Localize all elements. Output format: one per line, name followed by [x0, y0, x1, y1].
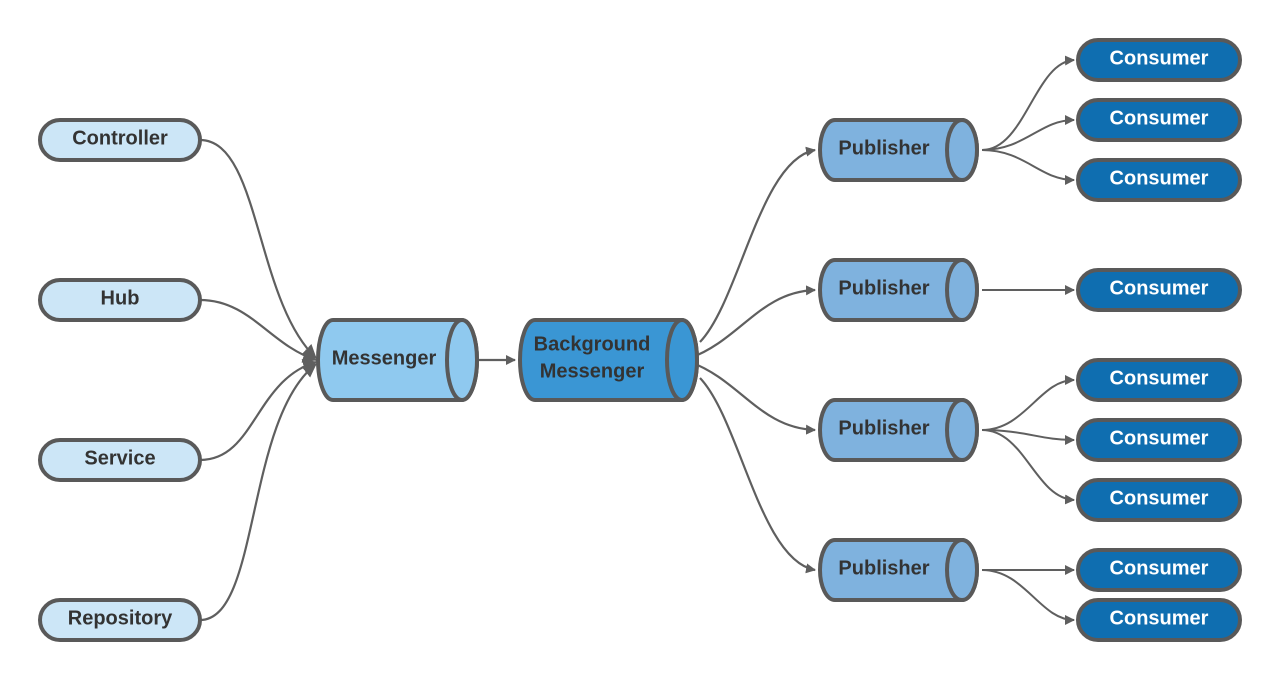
publisher-label: Publisher	[838, 417, 929, 439]
source-edges	[199, 138, 317, 622]
edge-p3-c5	[981, 375, 1075, 431]
consumer-node: Consumer	[1076, 38, 1242, 82]
source-node-repository: Repository	[38, 598, 202, 642]
consumer-node: Consumer	[1076, 158, 1242, 202]
edge-service-messenger	[199, 358, 317, 462]
background-messenger-label-line2: Messenger	[540, 360, 645, 382]
publisher-label: Publisher	[838, 137, 929, 159]
edge-p3-c6	[981, 429, 1075, 445]
edge-p1-c3	[981, 149, 1075, 185]
consumer-node: Consumer	[1076, 598, 1242, 642]
publisher-node-3: Publisher	[818, 398, 979, 462]
edge-p1-c2	[981, 115, 1075, 151]
consumer-node: Consumer	[1076, 358, 1242, 402]
publisher-label: Publisher	[838, 277, 929, 299]
edge-background-publisher-3	[689, 360, 816, 435]
messenger-node: Messenger	[316, 318, 479, 402]
consumer-node: Consumer	[1076, 98, 1242, 142]
edge-background-publisher-2	[689, 285, 816, 360]
consumer-node: Consumer	[1076, 418, 1242, 462]
consumer-label: Consumer	[1110, 557, 1209, 579]
consumer-label: Consumer	[1110, 607, 1209, 629]
publisher-label: Publisher	[838, 557, 929, 579]
background-messenger-label-line1: Background	[534, 333, 651, 355]
source-label: Repository	[68, 607, 173, 629]
consumer-label: Consumer	[1110, 277, 1209, 299]
consumer-label: Consumer	[1110, 47, 1209, 69]
consumer-label: Consumer	[1110, 167, 1209, 189]
publisher-node-1: Publisher	[818, 118, 979, 182]
edge-controller-messenger	[199, 138, 317, 359]
source-node-controller: Controller	[38, 118, 202, 162]
source-label: Hub	[101, 287, 140, 309]
source-node-service: Service	[38, 438, 202, 482]
consumer-label: Consumer	[1110, 487, 1209, 509]
source-node-hub: Hub	[38, 278, 202, 322]
messenger-label: Messenger	[332, 347, 437, 369]
background-messenger-node: Background Messenger	[518, 318, 699, 402]
consumer-node: Consumer	[1076, 548, 1242, 592]
publisher-node-4: Publisher	[818, 538, 979, 602]
edge-background-publisher-4	[699, 377, 816, 574]
source-label: Service	[84, 447, 155, 469]
edge-repository-messenger	[199, 363, 317, 622]
edge-p3-c7	[981, 429, 1075, 505]
edge-p4-c9	[981, 569, 1075, 625]
consumer-label: Consumer	[1110, 367, 1209, 389]
consumer-label: Consumer	[1110, 427, 1209, 449]
edge-hub-messenger	[199, 298, 317, 363]
consumer-label: Consumer	[1110, 107, 1209, 129]
consumer-node: Consumer	[1076, 268, 1242, 312]
consumer-node: Consumer	[1076, 478, 1242, 522]
source-label: Controller	[72, 127, 168, 149]
edge-background-publisher-1	[699, 146, 816, 343]
publisher-edges	[689, 146, 816, 574]
consumer-edges	[981, 55, 1075, 625]
publisher-node-2: Publisher	[818, 258, 979, 322]
edge-p1-c1	[981, 55, 1075, 151]
